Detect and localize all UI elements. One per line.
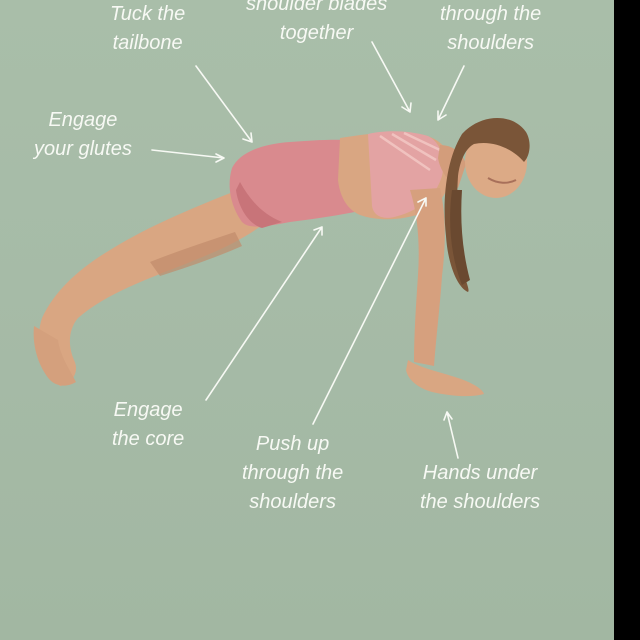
- cue-engage-glutes: Engage your glutes: [34, 109, 132, 160]
- right-edge-bar: [614, 0, 640, 640]
- annotation-arrows: [151, 41, 465, 459]
- cue-shoulder-blades: shoulder blades together: [246, 0, 388, 44]
- arrow-tailbone: [195, 65, 253, 143]
- cue-engage-core: Engage the core: [112, 399, 185, 450]
- figure-legs: [39, 190, 268, 386]
- arrow-shoulder-blades: [371, 41, 412, 113]
- figure-hand: [406, 360, 484, 397]
- figure-ponytail: [450, 190, 470, 285]
- arrow-glutes: [151, 149, 225, 163]
- cue-through-shoulders-top: through the shoulders: [440, 3, 542, 54]
- cue-tuck-tailbone: Tuck the tailbone: [110, 3, 186, 54]
- cue-hands-under: Hands under the shoulders: [420, 462, 541, 513]
- cue-push-up: Push up through the shoulders: [242, 433, 344, 513]
- figure-feet: [33, 326, 76, 386]
- arrow-push-up: [312, 197, 427, 425]
- figure-leg-shadow: [150, 232, 242, 276]
- figure-top-straps: [379, 131, 441, 172]
- plank-pose-illustration: [33, 41, 530, 459]
- figure-shorts-shade: [236, 182, 282, 228]
- figure-hair: [444, 117, 530, 293]
- arrow-core: [205, 226, 323, 401]
- arrow-hands-under: [443, 411, 459, 459]
- illustration-panel: Tuck the tailbone shoulder blades togeth…: [0, 0, 614, 640]
- figure-face-shade: [487, 177, 517, 184]
- arrow-through-shoulders-top: [437, 65, 465, 121]
- figure-arm: [410, 188, 445, 366]
